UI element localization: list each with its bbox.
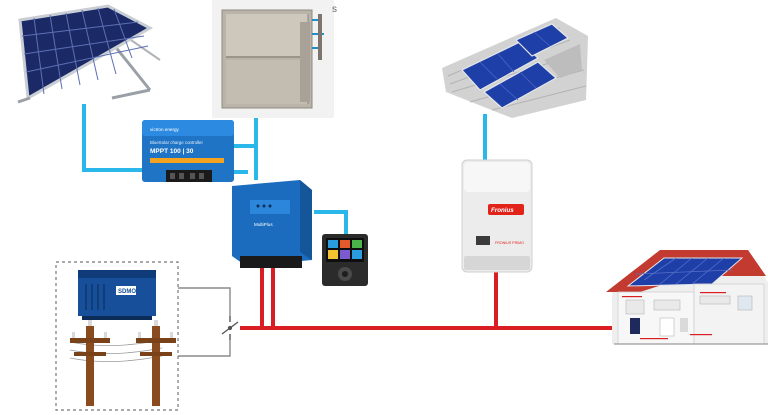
transfer-switch bbox=[221, 316, 239, 340]
ac-wiring bbox=[240, 268, 640, 330]
mppt-charge-controller: victron energy BlueSolar charge controll… bbox=[142, 120, 234, 182]
roof-mounted-panels bbox=[442, 18, 588, 118]
multiplus-inverter: MultiPlus bbox=[232, 180, 312, 268]
color-control-display bbox=[322, 234, 368, 286]
battery-cabinet: s bbox=[212, 0, 337, 118]
fronius-brand-label: Fronius bbox=[491, 207, 514, 214]
mppt-model-label: MPPT 100 | 30 bbox=[150, 148, 194, 155]
generator-brand-label: SDMO bbox=[118, 289, 136, 295]
panel-to-mppt-wire bbox=[82, 104, 142, 172]
grid-wiring bbox=[178, 287, 231, 357]
multiplus-model-label: MultiPlus bbox=[254, 222, 273, 227]
grid-feed-wire bbox=[178, 287, 231, 316]
diesel-generator: SDMO bbox=[78, 270, 156, 320]
house bbox=[606, 250, 768, 345]
multiplus-ac-out-left bbox=[240, 268, 264, 330]
fronius-inverter: Fronius FRONIUS PRIMO bbox=[461, 159, 533, 273]
fronius-model-label: FRONIUS PRIMO bbox=[495, 241, 524, 245]
grid-and-generator-group: SDMO bbox=[55, 261, 179, 411]
grid-return-wire bbox=[178, 340, 231, 357]
multiplus-to-display-wire bbox=[314, 210, 348, 236]
corner-mark: s bbox=[332, 4, 337, 15]
utility-poles bbox=[69, 320, 176, 406]
solar-panel-array bbox=[17, 4, 161, 104]
mppt-title-label: BlueSolar charge controller bbox=[150, 140, 203, 145]
dc-wiring bbox=[82, 104, 487, 236]
mppt-brand-label: victron energy bbox=[150, 127, 180, 132]
